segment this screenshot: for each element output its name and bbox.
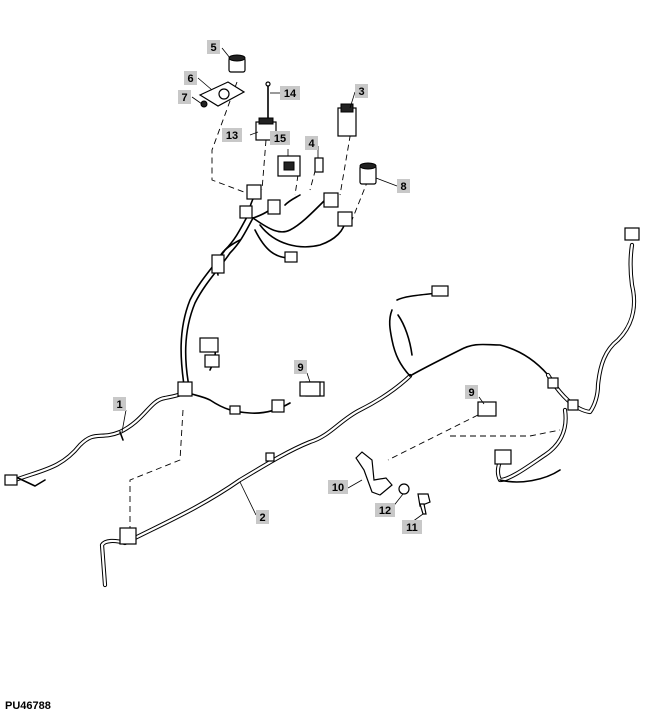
leader-lines [121, 47, 485, 523]
callout-3-label: 3 [358, 86, 364, 98]
bracket-assembly [355, 451, 431, 515]
callout-11: 11 [402, 520, 422, 534]
harness-1-connectors [4, 184, 353, 486]
callout-13: 13 [222, 128, 242, 142]
callout-7: 7 [178, 90, 191, 104]
callout-1-label: 1 [116, 399, 122, 411]
callout-15-label: 15 [274, 133, 286, 145]
callout-3: 3 [355, 84, 368, 98]
callout-2: 2 [256, 510, 269, 524]
callout-4-label: 4 [308, 138, 315, 150]
callout-15: 15 [270, 131, 290, 145]
switch-parts [198, 54, 497, 417]
callout-14-label: 14 [284, 88, 297, 100]
callout-1: 1 [113, 397, 126, 411]
callout-13-label: 13 [226, 130, 238, 142]
callout-4: 4 [305, 136, 318, 150]
callout-10: 10 [328, 480, 348, 494]
callout-12-label: 12 [379, 505, 391, 517]
callout-14: 14 [280, 86, 300, 100]
callout-6: 6 [184, 71, 197, 85]
callout-11-label: 11 [406, 522, 418, 534]
callout-12: 12 [375, 503, 395, 517]
callout-10-label: 10 [332, 482, 344, 494]
callout-8: 8 [397, 179, 410, 193]
callout-9-upper: 9 [294, 360, 307, 374]
callout-8-label: 8 [400, 181, 406, 193]
callout-6-label: 6 [187, 73, 193, 85]
harness-2 [99, 227, 640, 588]
harness-1 [7, 194, 346, 487]
callout-7-label: 7 [181, 92, 187, 104]
drawing-number: PU46788 [5, 700, 51, 712]
callout-5: 5 [207, 40, 220, 54]
callout-9-lower: 9 [465, 385, 478, 399]
callout-5-label: 5 [210, 42, 216, 54]
callout-9-upper-label: 9 [297, 362, 303, 374]
dashed-alignment-lines [129, 81, 561, 530]
callout-2-label: 2 [259, 512, 265, 524]
callout-9-lower-label: 9 [468, 387, 474, 399]
